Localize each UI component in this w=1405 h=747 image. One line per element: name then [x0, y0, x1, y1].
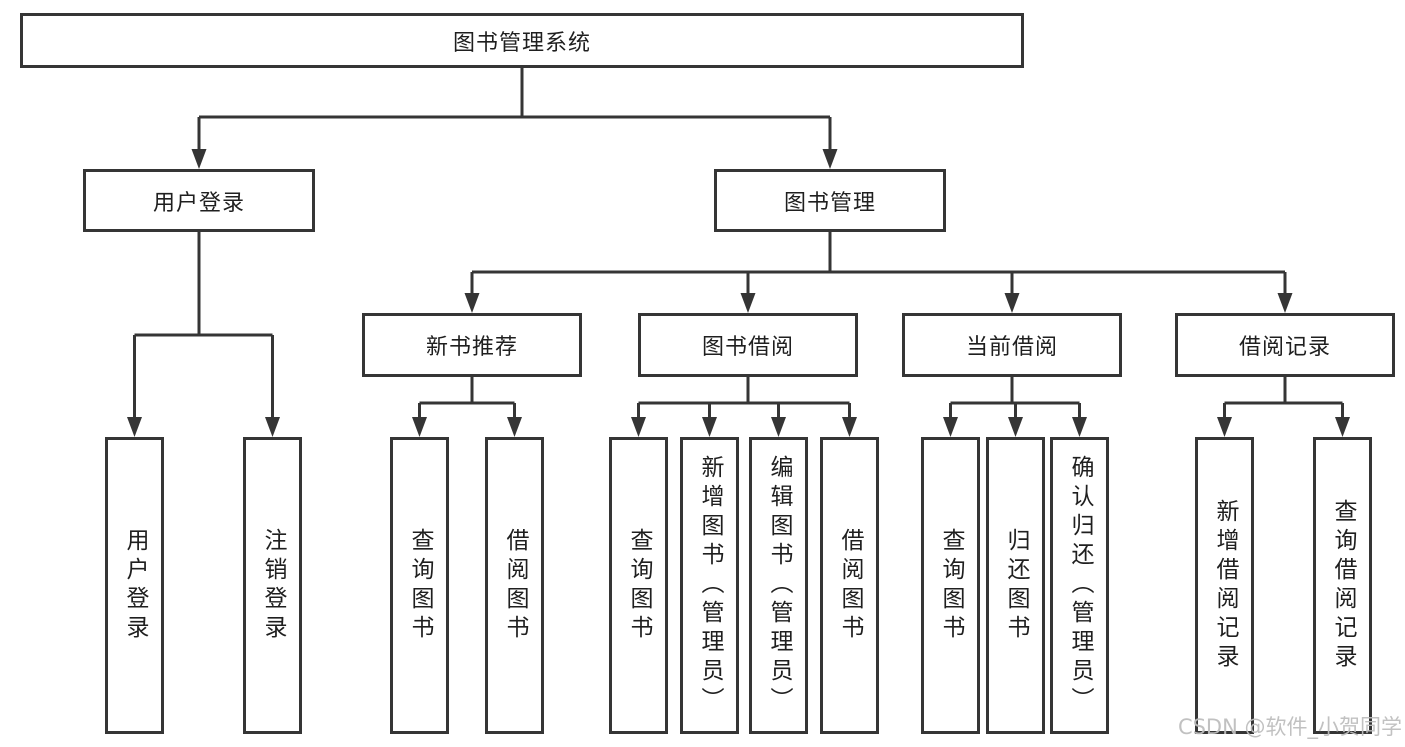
arrowhead-icon [265, 417, 280, 437]
node-root: 图书管理系统 [20, 13, 1024, 68]
arrowhead-icon [1004, 293, 1020, 313]
arrowhead-icon [943, 417, 958, 437]
leaf-current-confirm-admin: 确认归还（管理员） [1050, 437, 1109, 734]
leaf-logout-label: 注销登录 [260, 527, 286, 644]
leaf-current-return-label: 归还图书 [1003, 527, 1029, 644]
node-book-borrow-label: 图书借阅 [701, 335, 794, 360]
leaf-borrow-edit-admin-label: 编辑图书（管理员） [766, 455, 792, 716]
arrowhead-icon [1335, 417, 1350, 437]
arrowhead-icon [631, 417, 646, 437]
arrowhead-icon [412, 417, 427, 437]
leaf-logout: 注销登录 [243, 437, 302, 734]
node-borrow-record: 借阅记录 [1175, 313, 1395, 377]
node-current-borrow-label: 当前借阅 [965, 335, 1058, 360]
leaf-borrow-edit-admin: 编辑图书（管理员） [749, 437, 808, 734]
arrowhead-icon [191, 149, 207, 169]
node-root-label: 图书管理系统 [452, 30, 591, 56]
node-new-book: 新书推荐 [362, 313, 582, 377]
arrowhead-icon [127, 417, 142, 437]
arrowhead-icon [1072, 417, 1087, 437]
arrowhead-icon [507, 417, 522, 437]
arrowhead-icon [1277, 293, 1293, 313]
node-new-book-label: 新书推荐 [425, 335, 518, 360]
node-current-borrow: 当前借阅 [902, 313, 1122, 377]
arrowhead-icon [464, 293, 480, 313]
arrowhead-icon [1217, 417, 1232, 437]
leaf-record-add-label: 新增借阅记录 [1212, 498, 1238, 673]
leaf-current-query: 查询图书 [921, 437, 980, 734]
node-book-borrow: 图书借阅 [638, 313, 858, 377]
leaf-borrow-add-admin: 新增图书（管理员） [680, 437, 739, 734]
leaf-user-login: 用户登录 [105, 437, 164, 734]
arrowhead-icon [771, 417, 786, 437]
leaf-record-query: 查询借阅记录 [1313, 437, 1372, 734]
node-book-mgmt-label: 图书管理 [783, 190, 876, 216]
arrowhead-icon [822, 149, 838, 169]
leaf-borrow-book: 借阅图书 [820, 437, 879, 734]
arrowhead-icon [1008, 417, 1023, 437]
node-user-login: 用户登录 [83, 169, 315, 232]
arrowhead-icon [740, 293, 756, 313]
leaf-borrow-add-admin-label: 新增图书（管理员） [697, 455, 723, 716]
node-book-mgmt: 图书管理 [714, 169, 946, 232]
leaf-borrow-query-label: 查询图书 [626, 527, 652, 644]
leaf-borrow-query: 查询图书 [609, 437, 668, 734]
leaf-current-query-label: 查询图书 [938, 527, 964, 644]
leaf-newbook-borrow: 借阅图书 [485, 437, 544, 734]
leaf-user-login-label: 用户登录 [122, 527, 148, 644]
leaf-newbook-query-label: 查询图书 [407, 527, 433, 644]
leaf-borrow-book-label: 借阅图书 [837, 527, 863, 644]
node-borrow-record-label: 借阅记录 [1238, 335, 1331, 360]
arrowhead-icon [702, 417, 717, 437]
leaf-current-return: 归还图书 [986, 437, 1045, 734]
csdn-watermark: CSDN @软件_小贺同学 [1177, 715, 1402, 739]
leaf-current-confirm-admin-label: 确认归还（管理员） [1067, 455, 1093, 716]
connector-edges [133, 68, 1344, 419]
leaf-newbook-query: 查询图书 [390, 437, 449, 734]
arrowhead-icons [127, 149, 1350, 437]
leaf-newbook-borrow-label: 借阅图书 [502, 527, 528, 644]
leaf-record-add: 新增借阅记录 [1195, 437, 1254, 734]
leaf-record-query-label: 查询借阅记录 [1330, 498, 1356, 673]
arrowhead-icon [842, 417, 857, 437]
node-user-login-label: 用户登录 [152, 190, 245, 216]
